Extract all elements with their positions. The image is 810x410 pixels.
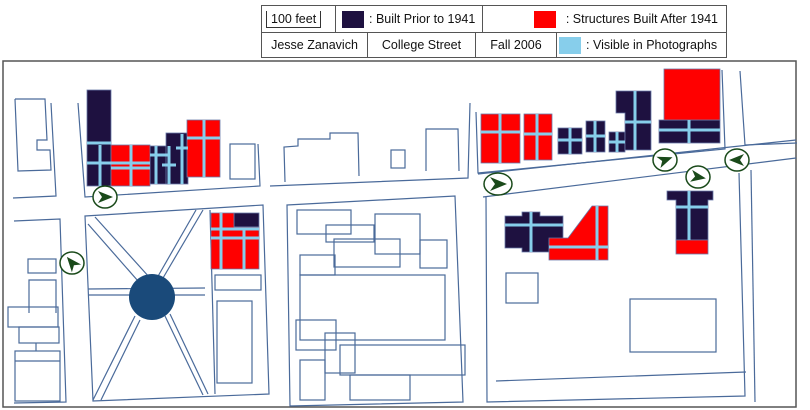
camera-direction-arrow-icon[interactable] <box>685 165 711 189</box>
street-outlines <box>7 69 798 407</box>
camera-direction-arrow-icon[interactable] <box>652 148 678 172</box>
scale-bar: 100 feet <box>266 10 322 28</box>
map-legend: 100 feet : Built Prior to 1941 : Structu… <box>261 5 727 58</box>
legend-visible: : Visible in Photographs <box>557 32 726 58</box>
camera-direction-arrow-icon[interactable] <box>92 185 118 209</box>
street-name: College Street <box>368 32 476 58</box>
camera-direction-arrow-icon[interactable] <box>483 172 513 196</box>
date: Fall 2006 <box>476 32 557 58</box>
camera-direction-arrow-icon[interactable] <box>59 251 85 275</box>
legend-after: : Structures Built After 1941 <box>483 6 726 32</box>
fountain <box>129 274 175 320</box>
author: Jesse Zanavich <box>262 32 368 58</box>
after-swatch <box>533 10 556 28</box>
prior-swatch <box>342 10 364 28</box>
visible-swatch <box>559 36 581 54</box>
visible-label: Visible in Photographs <box>592 38 718 52</box>
camera-direction-arrow-icon[interactable] <box>724 148 750 172</box>
prior-label: Built Prior to 1941 <box>375 12 476 26</box>
after-label: Structures Built After 1941 <box>572 12 718 26</box>
legend-prior: : Built Prior to 1941 <box>336 6 483 32</box>
scale-cell: 100 feet <box>262 6 336 32</box>
camera-direction-markers <box>59 148 750 275</box>
visible-in-photographs-lines <box>87 91 720 269</box>
